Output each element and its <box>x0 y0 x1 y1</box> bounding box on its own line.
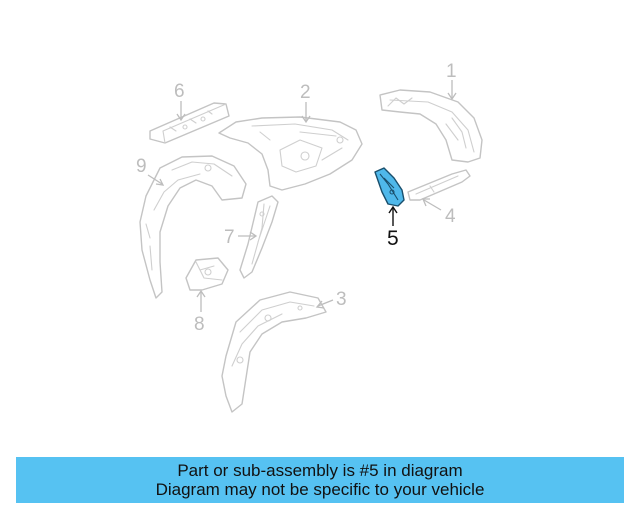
svg-text:2: 2 <box>300 82 311 103</box>
svg-text:8: 8 <box>194 314 205 335</box>
part-1 <box>379 89 483 163</box>
svg-text:6: 6 <box>174 81 185 102</box>
part-3 <box>221 291 327 413</box>
callout-1: 1 <box>446 61 457 101</box>
part-8 <box>185 257 229 291</box>
part-6 <box>149 102 230 144</box>
callout-7: 7 <box>224 227 258 248</box>
svg-text:5: 5 <box>387 227 399 250</box>
callout-5: 5 <box>387 205 399 250</box>
callout-2: 2 <box>300 82 311 124</box>
banner-line-disclaimer: Diagram may not be specific to your vehi… <box>155 480 485 499</box>
svg-text:3: 3 <box>336 289 347 310</box>
parts-diagram: 6 2 1 9 <box>136 61 483 413</box>
callout-3: 3 <box>315 289 347 310</box>
callout-8: 8 <box>194 289 206 335</box>
part-7 <box>239 195 279 279</box>
callout-4: 4 <box>422 198 456 227</box>
part-info-banner: Part or sub-assembly is #5 in diagram Di… <box>16 457 624 503</box>
banner-line-part: Part or sub-assembly is #5 in diagram <box>177 461 463 480</box>
callout-6: 6 <box>174 81 186 122</box>
svg-text:7: 7 <box>224 227 235 248</box>
svg-text:4: 4 <box>445 206 456 227</box>
part-5-highlighted <box>374 167 405 207</box>
part-9 <box>139 155 247 299</box>
svg-text:9: 9 <box>136 156 147 177</box>
callout-9: 9 <box>136 156 165 186</box>
svg-text:1: 1 <box>446 61 457 82</box>
part-4 <box>407 169 471 201</box>
part-2 <box>218 116 363 191</box>
